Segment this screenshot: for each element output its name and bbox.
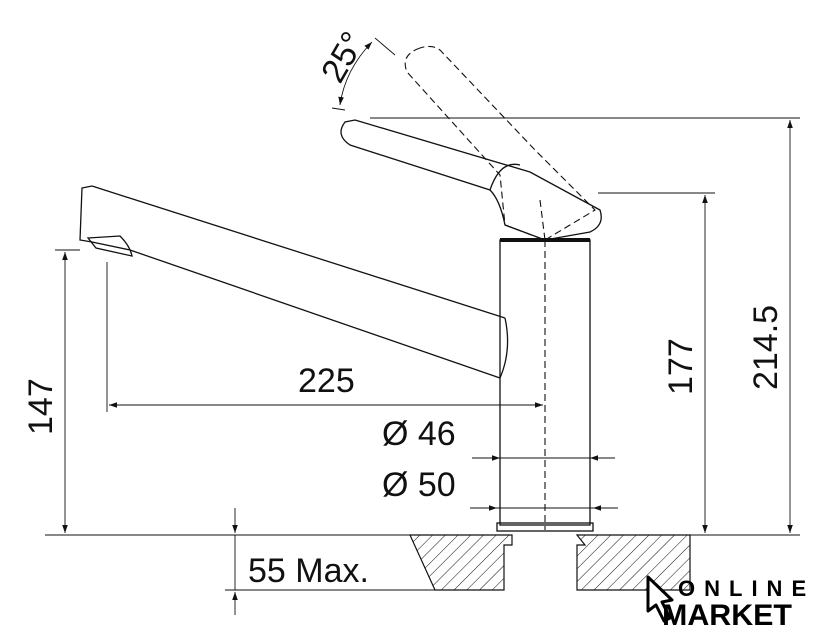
spout [79, 185, 509, 379]
countertop [409, 534, 691, 591]
lever-handle [340, 119, 602, 241]
svg-text:225: 225 [298, 362, 355, 400]
svg-text:177: 177 [662, 338, 700, 395]
svg-text:Ø 46: Ø 46 [382, 415, 456, 453]
svg-text:55 Max.: 55 Max. [248, 552, 369, 590]
dimension-55-max: 55 Max. [225, 508, 435, 615]
faucet-body [496, 238, 594, 532]
dimension-147: 147 [22, 252, 68, 533]
online-market-logo: ONLINE MARKET [646, 575, 815, 632]
angle-label: 25° [314, 25, 373, 89]
dimension-214-5: 214.5 [747, 120, 793, 533]
svg-text:147: 147 [22, 378, 60, 435]
angle-dimension: 25° [314, 25, 396, 111]
dimension-diameter-46: Ø 46 [382, 415, 615, 461]
cursor-icon [646, 575, 674, 623]
svg-text:214.5: 214.5 [747, 305, 785, 390]
svg-text:Ø 50: Ø 50 [382, 466, 456, 504]
dimension-diameter-50: Ø 50 [382, 466, 618, 511]
lever-open-position [404, 45, 596, 241]
svg-text:MARKET: MARKET [662, 599, 792, 632]
svg-text:ONLINE: ONLINE [678, 576, 815, 601]
dimension-225: 225 [109, 362, 543, 408]
dimension-177: 177 [662, 195, 708, 533]
